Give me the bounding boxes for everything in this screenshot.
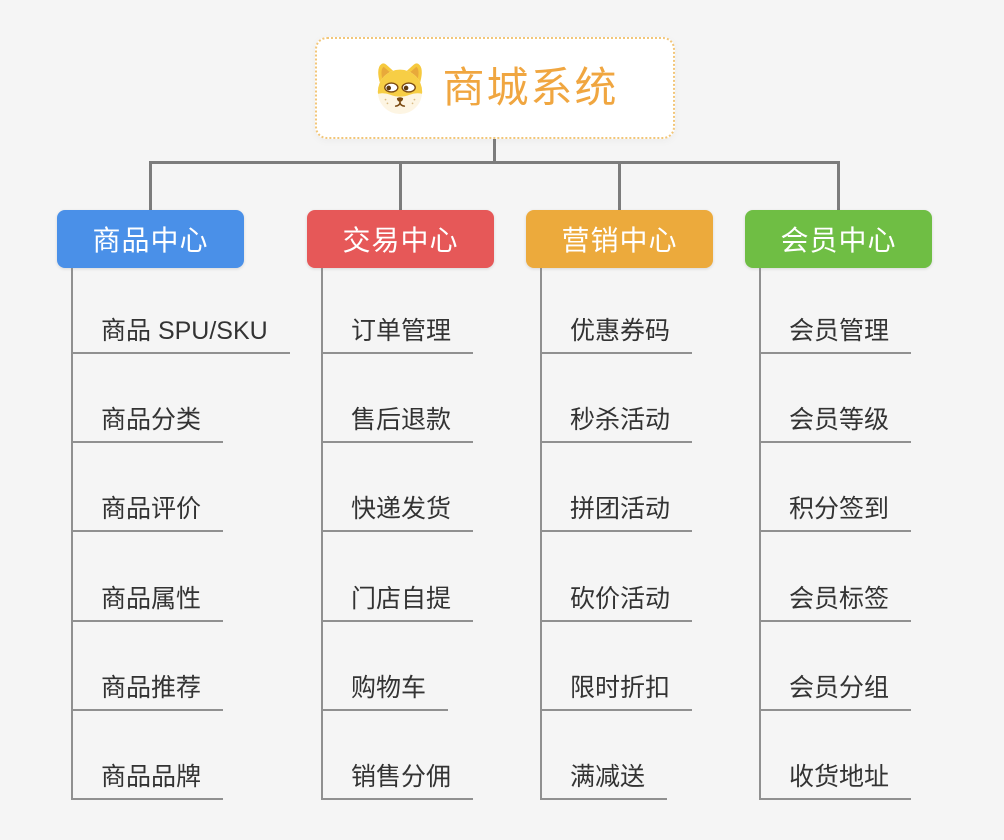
leaf-node[interactable]: 限时折扣 [540,673,693,711]
branch-trunk-line [71,268,73,800]
leaf-node[interactable]: 会员分组 [759,673,912,711]
leaf-node[interactable]: 积分签到 [759,494,912,532]
root-node[interactable]: 商城系统 [315,37,675,139]
branch-node[interactable]: 会员中心 [745,210,932,268]
leaf-node[interactable]: 销售分佣 [321,762,474,800]
leaf-node[interactable]: 门店自提 [321,584,474,622]
branch-trunk-line [540,268,542,800]
leaf-node[interactable]: 满减送 [540,762,668,800]
branch-member-center: 会员中心 会员管理 会员等级 积分签到 会员标签 会员分组 收货地址 [745,210,932,802]
leaf-node[interactable]: 拼团活动 [540,494,693,532]
leaf-node[interactable]: 商品 SPU/SKU [71,316,290,354]
branch-marketing-center: 营销中心 优惠券码 秒杀活动 拼团活动 砍价活动 限时折扣 满减送 [526,210,713,802]
leaf-node[interactable]: 会员标签 [759,584,912,622]
leaf-node[interactable]: 订单管理 [321,316,474,354]
connector-drop-marketing [618,161,621,212]
leaf-node[interactable]: 砍价活动 [540,584,693,622]
leaf-node[interactable]: 商品分类 [71,405,224,443]
leaf-node[interactable]: 购物车 [321,673,449,711]
leaf-node[interactable]: 秒杀活动 [540,405,693,443]
leaf-node[interactable]: 会员管理 [759,316,912,354]
connector-drop-member [837,161,840,212]
leaf-node[interactable]: 会员等级 [759,405,912,443]
leaf-node[interactable]: 商品品牌 [71,762,224,800]
branch-trunk-line [321,268,323,800]
branch-trade-center: 交易中心 订单管理 售后退款 快递发货 门店自提 购物车 销售分佣 [307,210,494,802]
leaf-node[interactable]: 商品评价 [71,494,224,532]
connector-horizontal-bus [149,161,840,164]
leaf-node[interactable]: 优惠券码 [540,316,693,354]
branch-node[interactable]: 交易中心 [307,210,494,268]
branch-node[interactable]: 营销中心 [526,210,713,268]
branch-goods-center: 商品中心 商品 SPU/SKU 商品分类 商品评价 商品属性 商品推荐 商品品牌 [57,210,290,802]
root-title: 商城系统 [442,64,619,111]
branch-trunk-line [759,268,761,800]
leaf-node[interactable]: 收货地址 [759,762,912,800]
shiba-dog-face-icon [371,61,429,115]
connector-drop-goods [149,161,152,212]
leaf-node[interactable]: 商品属性 [71,584,224,622]
connector-root-drop [493,139,496,163]
branch-node[interactable]: 商品中心 [57,210,244,268]
connector-drop-trade [399,161,402,212]
leaf-node[interactable]: 快递发货 [321,494,474,532]
leaf-node[interactable]: 商品推荐 [71,673,224,711]
leaf-node[interactable]: 售后退款 [321,405,474,443]
